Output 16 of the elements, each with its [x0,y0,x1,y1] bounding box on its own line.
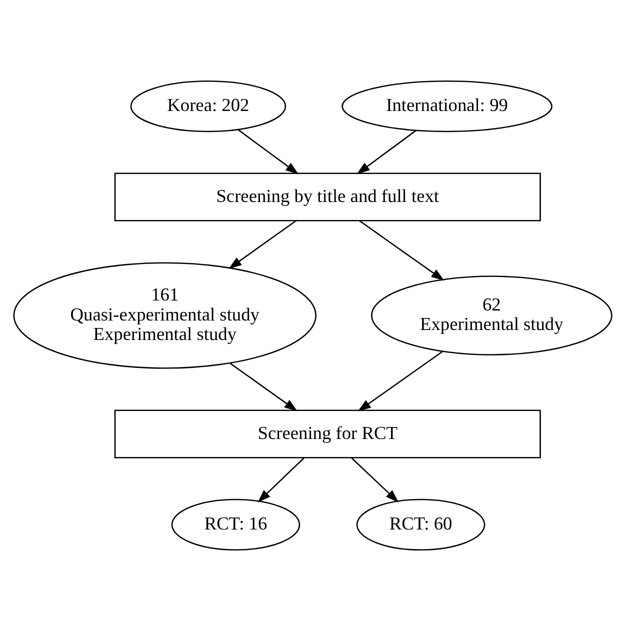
arrow [358,350,444,411]
node-ellipse: 161 Quasi-experimental study Experimental study [13,262,316,368]
arrow [238,128,299,174]
node-box: Screening by title and full text [114,172,541,221]
arrow [258,457,304,502]
node-ellipse: Korea: 202 [130,80,286,132]
node-ellipse: RCT: 60 [356,498,486,550]
arrow [356,129,417,174]
node-ellipse: International: 99 [342,80,552,132]
node-ellipse: RCT: 16 [171,498,300,550]
node-ellipse: 62 Experimental study [371,275,612,355]
node-box: Screening for RCT [114,409,541,458]
arrow [358,220,444,280]
arrow [228,220,297,268]
arrow [230,362,298,411]
arrow [351,457,399,502]
